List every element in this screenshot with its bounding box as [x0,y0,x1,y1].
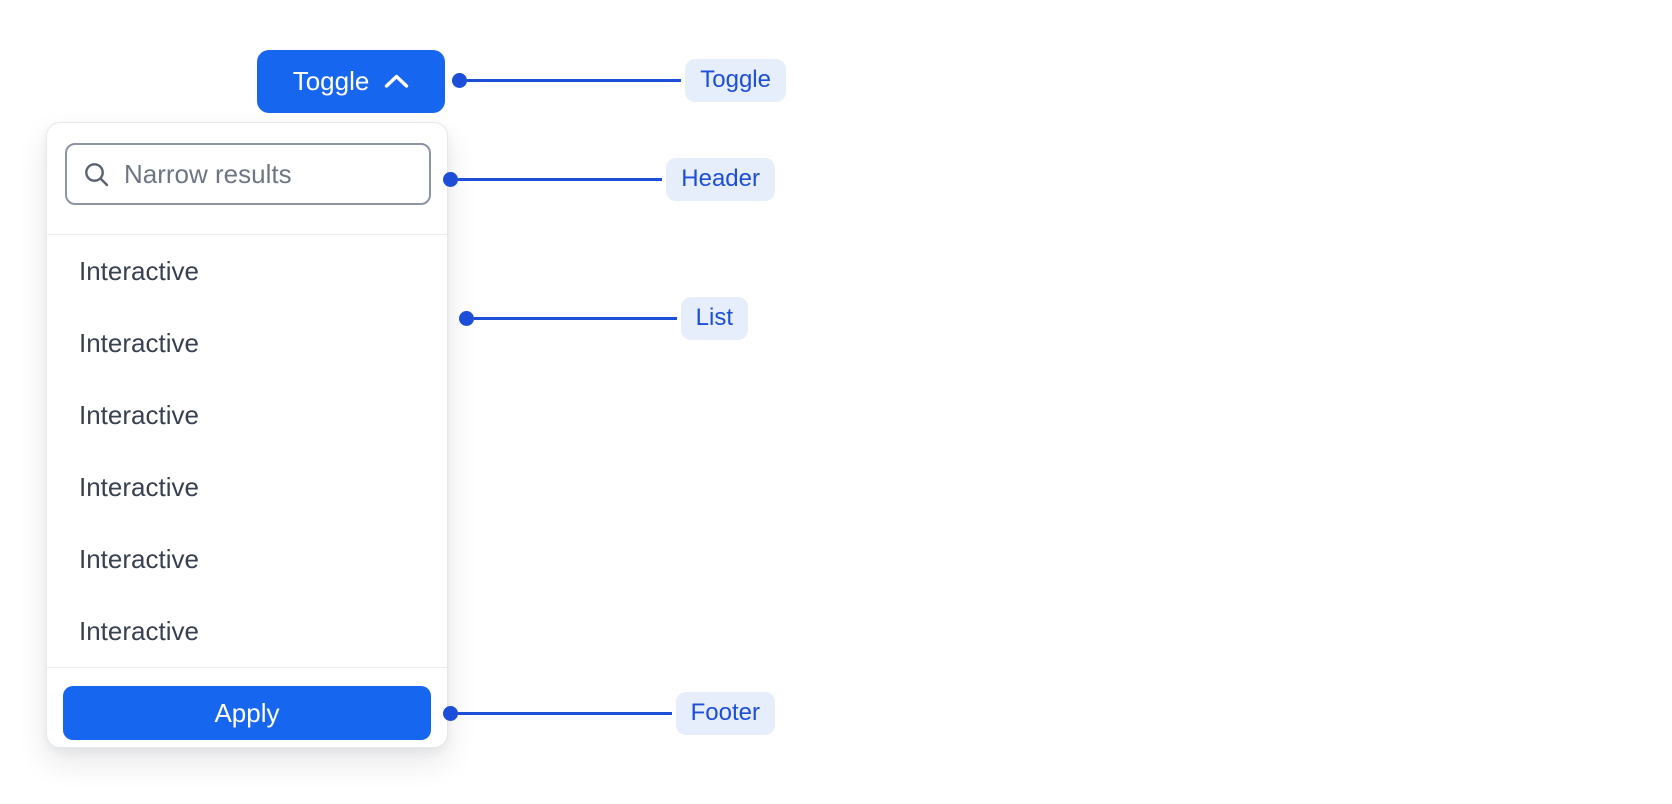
connector-line [467,78,682,82]
apply-button[interactable]: Apply [63,686,431,740]
list-item[interactable]: Interactive [79,471,199,502]
annotation-badge-header: Header [666,157,775,201]
annotation-badge-footer: Footer [675,691,775,735]
search-input-wrapper[interactable] [65,143,431,205]
dropdown-footer: Apply [47,667,447,749]
search-input[interactable] [124,158,413,190]
list-item[interactable]: Interactive [79,255,199,286]
connector-dot [452,72,467,88]
annotation-badge-toggle: Toggle [685,58,786,102]
dropdown-panel: Interactive Interactive Interactive Inte… [46,122,448,748]
connector-line [458,177,663,181]
connector-dot [443,171,458,187]
search-icon [83,161,110,188]
connector-dot [443,705,458,721]
annotation-callout-list: List [459,296,748,340]
list-item[interactable]: Interactive [79,615,199,646]
dropdown-list: Interactive Interactive Interactive Inte… [47,235,447,667]
connector-line [458,711,672,715]
annotation-callout-toggle: Toggle [452,58,786,102]
list-item[interactable]: Interactive [79,399,199,430]
annotation-callout-footer: Footer [443,691,775,735]
toggle-button[interactable]: Toggle [257,50,445,113]
connector-line [474,316,677,320]
list-item[interactable]: Interactive [79,543,199,574]
connector-dot [459,310,474,326]
toggle-button-label: Toggle [292,66,370,96]
annotation-badge-list: List [680,296,748,340]
chevron-up-icon [384,74,409,89]
list-item[interactable]: Interactive [79,327,199,358]
dropdown-header [47,123,447,235]
annotation-callout-header: Header [443,157,775,201]
